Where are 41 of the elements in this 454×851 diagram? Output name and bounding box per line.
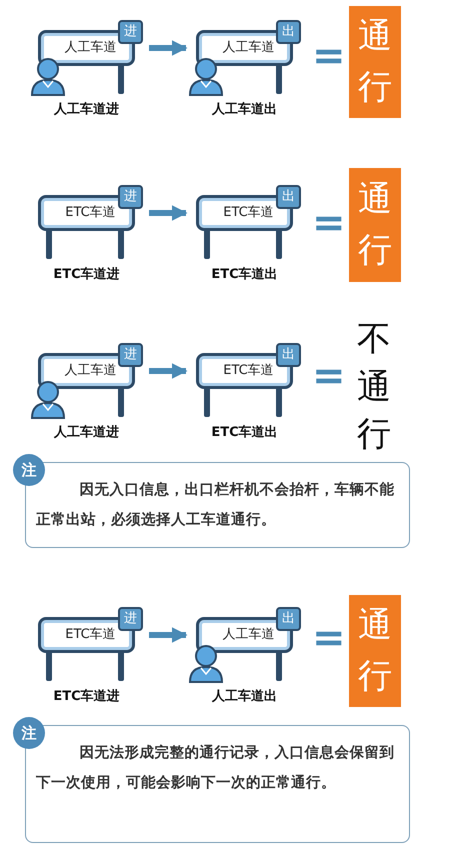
sign-caption: ETC车道进	[52, 266, 121, 284]
result-box	[349, 6, 401, 118]
arrow	[149, 627, 188, 643]
lane-name: 人工车道	[64, 362, 116, 380]
equals-sign: =	[312, 618, 346, 658]
lane-badge: 进	[118, 607, 143, 631]
sign-caption: ETC车道进	[52, 688, 121, 706]
note-badge: 注	[13, 717, 45, 749]
lane-name: ETC车道	[64, 626, 116, 644]
lane-name: ETC车道	[64, 204, 116, 222]
lane-badge: 出	[276, 20, 301, 44]
sign-caption: ETC车道出	[210, 266, 279, 284]
result-box	[349, 168, 401, 282]
result-text: 通行	[358, 604, 392, 698]
lane-badge: 出	[276, 185, 301, 209]
lane-badge: 出	[276, 343, 301, 367]
result-box	[349, 595, 401, 707]
sign-caption: ETC车道出	[210, 424, 279, 442]
lane-badge: 进	[118, 185, 143, 209]
sign-caption: 人工车道出	[210, 100, 278, 119]
lane-name: 人工车道	[64, 39, 116, 58]
lane-name: ETC车道	[222, 204, 274, 222]
result-text: 通行	[358, 15, 392, 109]
sign-caption: 人工车道出	[210, 688, 278, 706]
arrow	[149, 205, 188, 221]
note-badge: 注	[13, 454, 45, 486]
sign-caption: 人工车道进	[52, 100, 120, 119]
lane-badge: 进	[118, 20, 143, 44]
equals-sign: =	[312, 203, 346, 243]
lane-name: 人工车道	[222, 39, 274, 58]
result-text: 通行	[358, 178, 392, 272]
sign-caption: 人工车道进	[52, 424, 120, 442]
result-text: 不通行	[357, 318, 391, 456]
lane-badge: 出	[276, 607, 301, 631]
equals-sign: =	[312, 36, 346, 76]
equals-sign: =	[312, 356, 346, 396]
arrow	[149, 363, 188, 379]
lane-name: 人工车道	[222, 626, 274, 644]
lane-name: ETC车道	[222, 362, 274, 380]
lane-badge: 进	[118, 343, 143, 367]
arrow	[149, 40, 188, 56]
